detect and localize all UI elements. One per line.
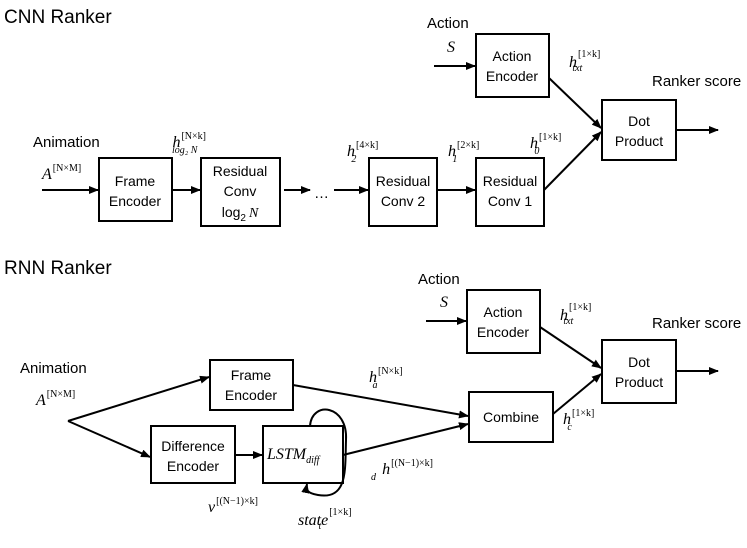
rnn-dot-product-line2: Product (615, 374, 663, 390)
rnn-h-c: h[1×k]c (563, 408, 594, 433)
cnn-action-input: S (447, 39, 455, 56)
rnn-difference-encoder-line1: Difference (161, 438, 225, 454)
rnn-h-d: h[(N−1)×k]d (371, 458, 433, 483)
cnn-ranker-section: CNN Ranker Action S Action Encoder h[1×k… (4, 7, 741, 227)
rnn-dot-product-box (601, 339, 677, 404)
rnn-dot-product-line1: Dot (628, 354, 650, 370)
rnn-frame-encoder-box (209, 359, 294, 411)
cnn-h2: h[4×k]2 (347, 140, 378, 165)
cnn-residual-conv-1-line2: Conv 1 (488, 193, 533, 209)
cnn-dot-product-box (601, 99, 677, 161)
cnn-h-txt: h[1×k]txt (569, 49, 600, 74)
rnn-combine-box (468, 391, 554, 443)
rnn-ranker-score: Ranker score (652, 315, 741, 332)
cnn-residual-conv-2-line1: Residual (376, 173, 430, 189)
rnn-h-a: h[N×k]a (369, 366, 403, 391)
rnn-animation-to-frame-arrow (67, 375, 210, 422)
cnn-residual-conv-2-box (368, 157, 438, 227)
rnn-combine-to-dot-arrow (552, 373, 602, 415)
cnn-ellipsis: … (314, 185, 329, 202)
rnn-lstm-box (262, 425, 344, 484)
rnn-lstm-recurrent-loop (301, 408, 348, 497)
rnn-animation-to-diff-arrow (67, 420, 151, 458)
rnn-action-encoder-line1: Action (484, 304, 523, 320)
rnn-txt-to-dot-arrow (539, 326, 602, 369)
rnn-title: RNN Ranker (4, 258, 112, 279)
rnn-animation-label: Animation (20, 360, 87, 377)
cnn-txt-to-dot-arrow (548, 77, 602, 129)
cnn-h0: h[1×k]0 (530, 132, 561, 157)
rnn-animation-input: A[N×M] (35, 389, 75, 409)
rnn-action-label: Action (418, 271, 460, 288)
cnn-action-encoder-line1: Action (493, 48, 532, 64)
rnn-lstm-label: LSTMdiff (266, 446, 321, 466)
rnn-action-input: S (440, 294, 448, 311)
rnn-state: state[1×k]t (298, 507, 352, 532)
cnn-animation-label: Animation (33, 134, 100, 151)
rnn-ranker-section: RNN Ranker Action S Action Encoder h[1×k… (4, 258, 741, 532)
cnn-h1: h[2×k]1 (448, 140, 479, 165)
cnn-residual-conv-1-line1: Residual (483, 173, 537, 189)
cnn-residual-conv-n-line1: Residual (213, 163, 267, 179)
rnn-difference-encoder-line2: Encoder (167, 458, 219, 474)
cnn-title: CNN Ranker (4, 7, 112, 28)
rnn-action-encoder-line2: Encoder (477, 324, 529, 340)
rnn-h-txt: h[1×k]txt (560, 302, 591, 327)
rnn-frame-encoder-line2: Encoder (225, 387, 277, 403)
cnn-action-label: Action (427, 15, 469, 32)
cnn-action-encoder-box (475, 33, 550, 98)
cnn-dot-product-line2: Product (615, 133, 663, 149)
rnn-difference-encoder-box (150, 425, 236, 484)
cnn-action-encoder-line2: Encoder (486, 68, 538, 84)
cnn-residual-conv-1-box (475, 157, 545, 227)
rnn-frame-encoder-line1: Frame (231, 367, 272, 383)
cnn-residual-conv-2-line2: Conv 2 (381, 193, 426, 209)
rnn-lstm-to-combine-arrow (342, 422, 469, 456)
cnn-residual-conv-n-box (200, 157, 281, 227)
cnn-h-log2n: h[N×k]log₂ N (172, 131, 206, 156)
cnn-ranker-score: Ranker score (652, 73, 741, 90)
cnn-dot-product-line1: Dot (628, 113, 650, 129)
cnn-residual-conv-n-line2: Conv (224, 183, 257, 199)
rnn-v: v[(N−1)×k] (208, 496, 258, 516)
cnn-conv1-to-dot-arrow (543, 131, 602, 191)
cnn-frame-encoder-line1: Frame (115, 173, 156, 189)
cnn-frame-encoder-line2: Encoder (109, 193, 161, 209)
cnn-frame-encoder-box (98, 157, 173, 222)
rnn-combine-label: Combine (483, 409, 539, 425)
cnn-animation-input: A[N×M] (41, 163, 81, 183)
rnn-frame-to-combine-arrow (292, 384, 469, 419)
rnn-action-encoder-box (466, 289, 541, 354)
